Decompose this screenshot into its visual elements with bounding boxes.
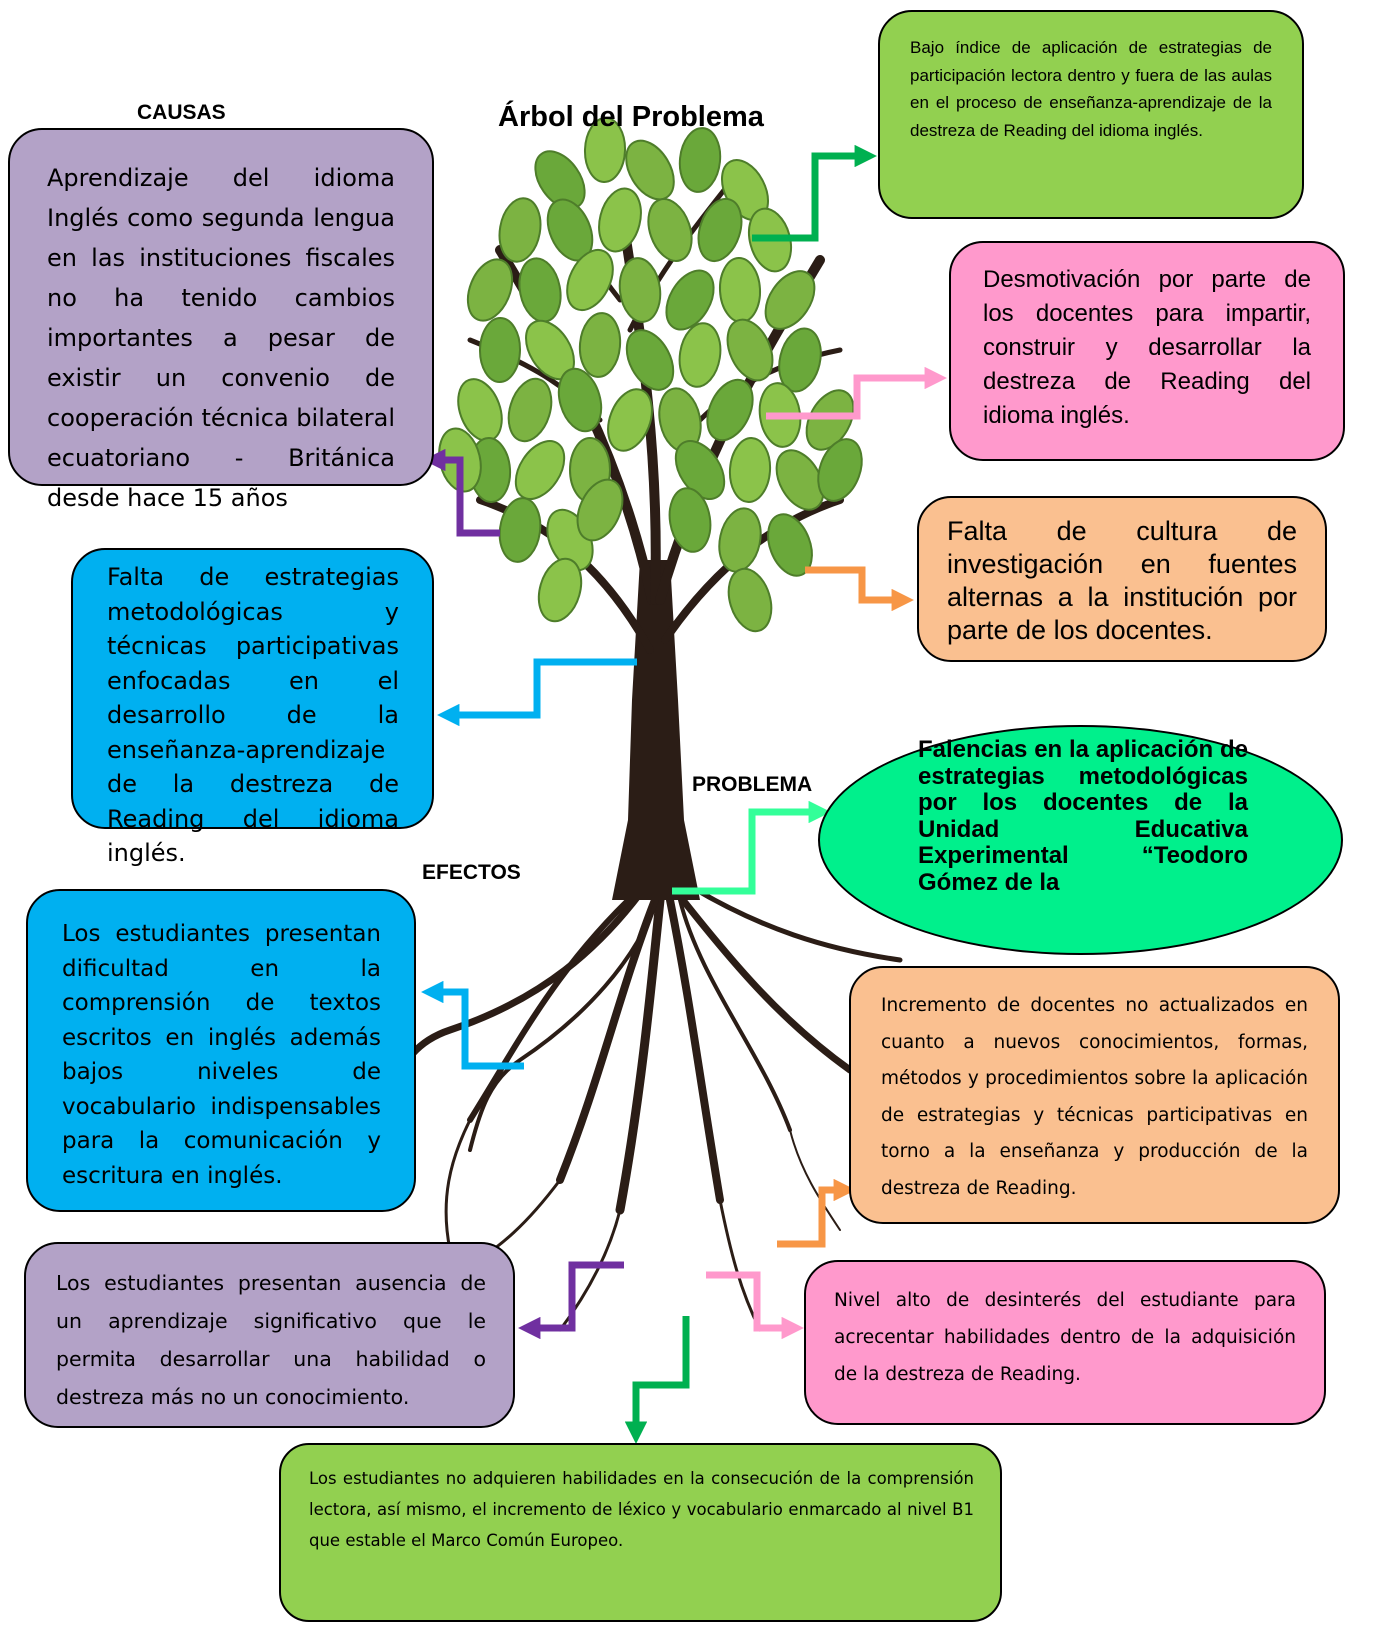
arrow-to-effect-3	[518, 1261, 624, 1340]
leaf-shape	[647, 198, 693, 262]
leaf-shape	[607, 388, 653, 452]
effect-text-1: Los estudiantes presentan dificultad en …	[62, 921, 381, 1189]
leaf-shape	[767, 513, 813, 577]
cause-text-4: Desmotivación por parte de los docentes …	[983, 266, 1311, 429]
cause-box-4: Desmotivación por parte de los docentes …	[949, 241, 1345, 461]
leaf-shape	[668, 487, 712, 553]
leaf-shape	[706, 378, 754, 442]
leaf-shape	[498, 197, 542, 263]
effect-text-4: Nivel alto de desinterés del estudiante …	[834, 1290, 1296, 1385]
problem-text: Falencias en la aplicación de estrategia…	[918, 736, 1248, 896]
cause-text-3: Bajo índice de aplicación de estrategias…	[910, 38, 1272, 140]
diagram-title: Árbol del Problema	[498, 101, 764, 133]
problem-ellipse: Falencias en la aplicación de estrategia…	[818, 725, 1343, 955]
leaf-shape	[566, 248, 614, 312]
cause-box-2: Falta de estrategias metodológicas y téc…	[71, 548, 434, 867]
cause-text-1: Aprendizaje del idioma Inglés como segun…	[47, 164, 395, 512]
leaf-shape	[625, 139, 675, 201]
leaf-shape	[583, 117, 627, 183]
effect-box-2: Incremento de docentes no actualizados e…	[849, 966, 1340, 1224]
leaf-shape	[665, 269, 715, 331]
arrow-to-cause-1	[423, 448, 500, 537]
leaf-shape	[598, 187, 642, 253]
leaf-shape	[775, 449, 825, 511]
arrow-to-cause-3	[752, 144, 877, 242]
leaf-shape	[514, 440, 566, 500]
arrow-to-effect-5	[624, 1316, 690, 1444]
cause-box-1: Aprendizaje del idioma Inglés como segun…	[8, 128, 434, 512]
leaf-shape	[727, 567, 773, 633]
arrow-to-cause-2	[437, 658, 637, 727]
leaf-shape	[678, 127, 722, 193]
problema-label: PROBLEMA	[692, 773, 813, 796]
leaf-shape	[625, 329, 675, 391]
arrow-to-problem	[672, 800, 831, 895]
leaf-shape	[726, 318, 774, 382]
cause-box-3: Bajo índice de aplicación de estrategias…	[878, 10, 1304, 219]
leaf-shape	[674, 440, 726, 500]
leaf-shape	[537, 557, 583, 623]
leaf-shape	[507, 377, 553, 443]
leaf-shape	[618, 257, 662, 323]
effect-box-3: Los estudiantes presentan ausencia de un…	[24, 1242, 515, 1428]
cause-text-2: Falta de estrategias metodológicas y téc…	[107, 563, 399, 867]
leaf-shape	[718, 507, 762, 573]
cause-box-5: Falta de cultura de investigación en fue…	[917, 496, 1327, 662]
leaf-shape	[678, 322, 722, 388]
effect-box-1: Los estudiantes presentan dificultad en …	[26, 889, 416, 1212]
leaf-shape	[578, 312, 622, 378]
arrow-to-effect-1	[421, 980, 524, 1070]
leaf-shape	[576, 478, 624, 542]
leaf-shape	[778, 327, 822, 393]
effect-text-3: Los estudiantes presentan ausencia de un…	[56, 1271, 486, 1409]
causas-label: CAUSAS	[137, 101, 226, 124]
effect-box-4: Nivel alto de desinterés del estudiante …	[804, 1260, 1326, 1425]
arrow-to-effect-2	[777, 1178, 856, 1248]
leaf-shape	[697, 197, 743, 263]
leaf-shape	[478, 317, 522, 383]
leaf-shape	[557, 367, 603, 433]
leaf-shape	[817, 438, 863, 502]
leaf-shape	[764, 270, 816, 330]
effect-text-5: Los estudiantes no adquieren habilidades…	[309, 1469, 974, 1550]
leaf-shape	[498, 497, 542, 563]
arrow-to-cause-5	[805, 566, 914, 612]
leaf-shape	[466, 258, 514, 322]
leaf-shape	[805, 389, 855, 451]
effect-box-5: Los estudiantes no adquieren habilidades…	[279, 1443, 1002, 1622]
cause-text-5: Falta de cultura de investigación en fue…	[947, 516, 1297, 645]
leaf-shape	[728, 437, 772, 503]
efectos-label: EFECTOS	[422, 861, 521, 884]
effect-text-2: Incremento de docentes no actualizados e…	[881, 995, 1308, 1199]
arrow-to-effect-4	[706, 1271, 804, 1340]
arrow-to-cause-4	[766, 366, 947, 420]
tree-trunk	[612, 560, 700, 900]
